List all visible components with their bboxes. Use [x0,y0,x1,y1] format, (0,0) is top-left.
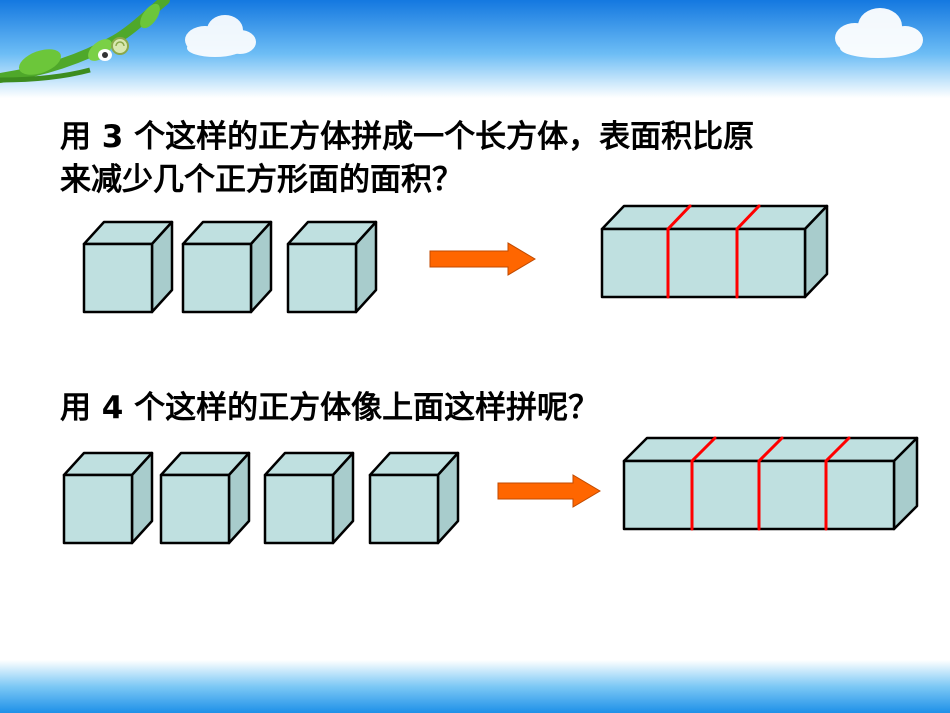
cuboid-of-3-cubes [600,204,829,299]
question-2-line-1: 用 4 个这样的正方体像上面这样拼呢？ [60,390,600,426]
question-1-line-1: 用 3 个这样的正方体拼成一个长方体，表面积比原 [60,119,755,155]
arrow-icon [497,474,601,508]
cube [286,220,378,314]
seam-line [757,436,784,531]
seam-line [824,436,851,531]
bottom-sky-band [0,660,950,713]
cuboid-of-4-cubes [622,436,919,531]
seam-line [735,204,761,299]
cloud-icon [185,15,256,57]
top-sky-band [0,0,950,98]
cloud-icon [835,8,923,58]
seam-line [690,436,717,531]
vine-with-snail [0,0,170,83]
cube [159,451,251,545]
question-1-line-2: 来减少几个正方形面的面积？ [60,162,463,198]
cube [62,451,154,545]
cube [368,451,460,545]
cube [263,451,355,545]
seam-line [666,204,692,299]
cube [82,220,174,314]
cube [181,220,273,314]
arrow-icon [429,242,536,276]
